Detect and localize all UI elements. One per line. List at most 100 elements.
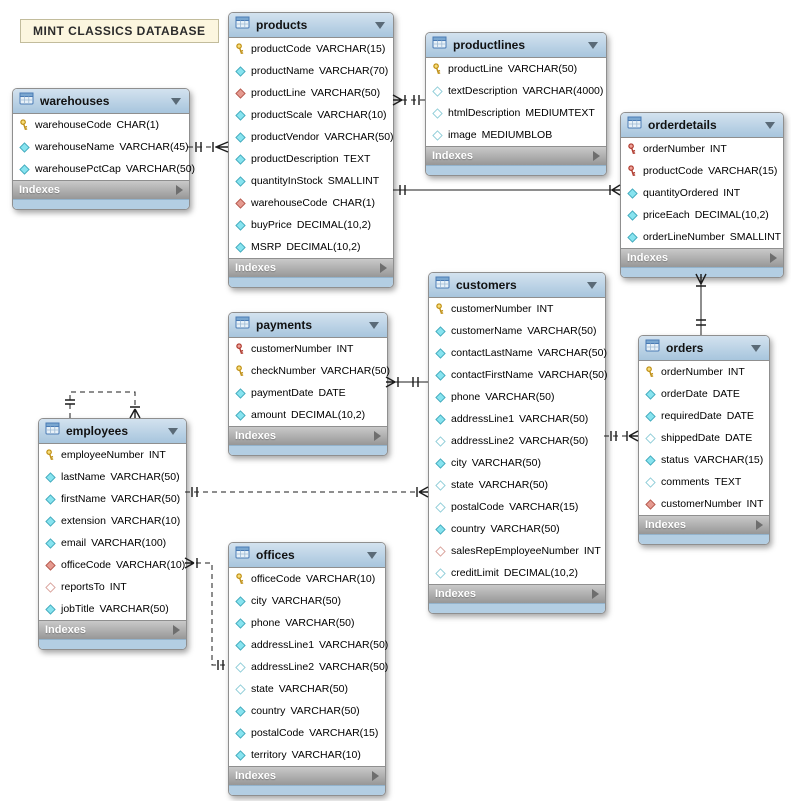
table-header-customers[interactable]: customers xyxy=(429,273,605,298)
collapse-triangle-icon[interactable] xyxy=(587,281,597,289)
collapse-triangle-icon[interactable] xyxy=(588,41,598,49)
collapse-triangle-icon[interactable] xyxy=(765,121,775,129)
indexes-section-payments[interactable]: Indexes xyxy=(229,426,387,445)
table-header-offices[interactable]: offices xyxy=(229,543,385,568)
expand-arrow-icon[interactable] xyxy=(756,520,763,530)
indexes-section-warehouses[interactable]: Indexes xyxy=(13,180,189,199)
expand-arrow-icon[interactable] xyxy=(173,625,180,635)
indexes-section-orderdetails[interactable]: Indexes xyxy=(621,248,783,267)
expand-arrow-icon[interactable] xyxy=(592,589,599,599)
expand-arrow-icon[interactable] xyxy=(176,185,183,195)
indexes-section-productlines[interactable]: Indexes xyxy=(426,146,606,165)
table-header-products[interactable]: products xyxy=(229,13,393,38)
column-name: quantityOrdered xyxy=(643,187,719,199)
table-header-orders[interactable]: orders xyxy=(639,336,769,361)
expand-arrow-icon[interactable] xyxy=(380,263,387,273)
expand-arrow-icon[interactable] xyxy=(372,771,379,781)
collapse-triangle-icon[interactable] xyxy=(168,427,178,435)
indexes-section-orders[interactable]: Indexes xyxy=(639,515,769,534)
indexes-section-customers[interactable]: Indexes xyxy=(429,584,605,603)
expand-arrow-icon[interactable] xyxy=(374,431,381,441)
table-header-orderdetails[interactable]: orderdetails xyxy=(621,113,783,138)
expand-arrow-icon[interactable] xyxy=(593,151,600,161)
collapse-triangle-icon[interactable] xyxy=(369,321,379,329)
table-header-productlines[interactable]: productlines xyxy=(426,33,606,58)
expand-arrow-icon[interactable] xyxy=(770,253,777,263)
collapse-triangle-icon[interactable] xyxy=(171,97,181,105)
table-header-warehouses[interactable]: warehouses xyxy=(13,89,189,114)
table-header-employees[interactable]: employees xyxy=(39,419,186,444)
collapse-triangle-icon[interactable] xyxy=(751,344,761,352)
indexes-section-products[interactable]: Indexes xyxy=(229,258,393,277)
collapse-triangle-icon[interactable] xyxy=(375,21,385,29)
indexes-section-employees[interactable]: Indexes xyxy=(39,620,186,639)
indexes-section-offices[interactable]: Indexes xyxy=(229,766,385,785)
table-header-payments[interactable]: payments xyxy=(229,313,387,338)
collapse-triangle-icon[interactable] xyxy=(367,551,377,559)
